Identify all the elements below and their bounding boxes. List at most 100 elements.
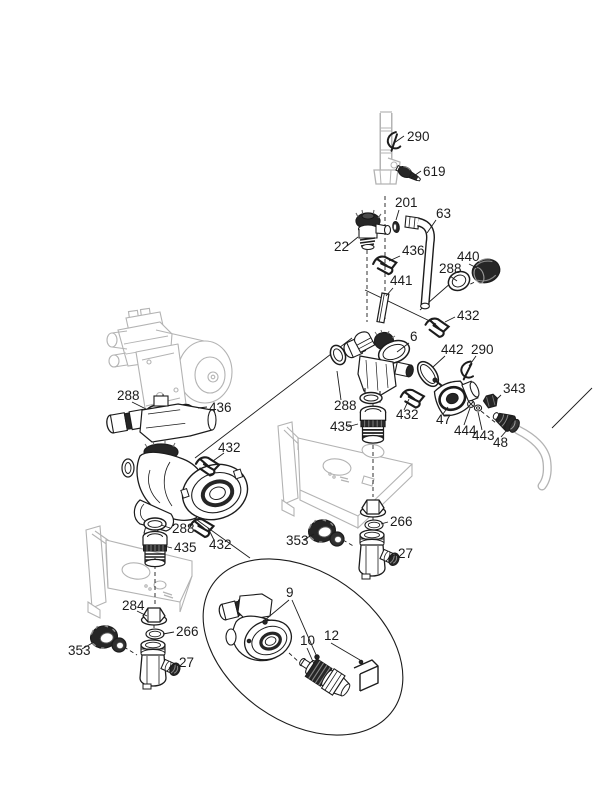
leader-line-436	[197, 406, 208, 409]
part-label-436: 436	[209, 400, 232, 415]
valve-47-drawing	[432, 377, 480, 417]
part-label-9: 9	[286, 585, 294, 600]
leader-line-290	[393, 135, 405, 144]
leader-line-201	[395, 209, 400, 221]
leader-line-288	[336, 370, 342, 401]
ghost-parts-layer	[85, 111, 552, 619]
leader-line-63	[426, 219, 437, 234]
part-label-27: 27	[398, 546, 413, 561]
leader-line-432	[212, 452, 225, 462]
bracket-left-ghost	[85, 525, 193, 619]
part-label-435: 435	[330, 419, 353, 434]
leader-line-12	[330, 642, 361, 661]
washer-266-right-drawing	[364, 519, 384, 531]
part-label-442: 442	[441, 342, 464, 357]
washer-443-drawing	[473, 404, 483, 412]
part-label-288: 288	[172, 521, 195, 536]
leader-line-435	[346, 423, 359, 428]
leader-line-436	[388, 255, 401, 262]
leader-line-440	[468, 263, 478, 269]
leader-line-432	[207, 527, 215, 541]
leader-line-6	[396, 342, 410, 353]
part-label-266: 266	[390, 514, 413, 529]
screw-444-drawing	[467, 400, 475, 408]
part-label-432: 432	[457, 308, 480, 323]
part-label-443: 443	[472, 428, 495, 443]
part-label-435: 435	[174, 540, 197, 555]
valve-body-6-drawing	[329, 329, 414, 405]
clip-12-drawing	[353, 659, 379, 692]
part-label-444: 444	[454, 423, 477, 438]
gasket-288-topright-drawing	[447, 270, 471, 292]
valve-619-drawing	[395, 164, 422, 182]
washer-201-drawing	[392, 220, 400, 234]
pipe-ghost	[373, 111, 401, 185]
part-label-441: 441	[390, 273, 413, 288]
washer-266-left-drawing	[145, 628, 165, 640]
part-label-619: 619	[423, 164, 446, 179]
leader-line-27	[387, 553, 397, 560]
part-label-266: 266	[176, 624, 199, 639]
seal-353-left-drawing	[111, 637, 127, 653]
part-label-12: 12	[324, 628, 339, 643]
leader-line-343	[494, 394, 502, 402]
leader-line-288	[131, 401, 147, 410]
part-label-353: 353	[68, 643, 91, 658]
leader-line-290	[468, 355, 477, 367]
fitting-435-center-drawing	[359, 405, 387, 444]
part-label-432: 432	[209, 537, 232, 552]
part-label-353: 353	[286, 533, 309, 548]
leader-line-619	[410, 170, 422, 179]
nut-343-drawing	[482, 393, 498, 409]
part-label-440: 440	[457, 249, 480, 264]
leader-line-442	[432, 355, 446, 368]
leader-line-9	[264, 599, 290, 621]
part-label-290: 290	[407, 129, 430, 144]
left-valve-assembly-drawing	[106, 395, 249, 538]
part-label-10: 10	[300, 633, 315, 648]
leader-line-9	[291, 599, 318, 658]
part-label-436: 436	[402, 243, 425, 258]
clip-432-center-drawing	[398, 387, 426, 410]
leader-line-435	[163, 545, 173, 549]
valve-22-drawing	[355, 209, 392, 250]
leader-line-266	[380, 521, 389, 525]
part-label-27: 27	[179, 655, 194, 670]
leader-line-443	[477, 411, 483, 431]
leader-line-441	[385, 287, 394, 297]
nut-284-drawing	[140, 607, 168, 626]
leader-line-47	[442, 406, 449, 415]
elbow-63-drawing	[404, 215, 435, 310]
part-label-201: 201	[395, 195, 418, 210]
bracket-right-ghost	[277, 421, 414, 530]
ring-288-lowerleft-drawing	[143, 517, 167, 531]
leader-line-284	[136, 610, 148, 617]
part-label-63: 63	[436, 206, 451, 221]
detail-bubble-ellipse	[202, 558, 404, 736]
leader-line-432	[403, 398, 410, 411]
part-label-290: 290	[471, 342, 494, 357]
part-label-432: 432	[396, 407, 419, 422]
fitting-48-drawing	[492, 412, 520, 433]
part-label-288: 288	[334, 398, 357, 413]
leader-line-288	[449, 275, 458, 282]
pump-ghost	[106, 307, 233, 415]
leader-line-444	[463, 407, 471, 426]
part-label-284: 284	[122, 598, 145, 613]
leader-line-353	[302, 533, 315, 541]
part-label-288: 288	[439, 261, 462, 276]
part-label-47: 47	[436, 412, 451, 427]
part-label-48: 48	[493, 435, 508, 450]
detail-valve-body-drawing	[218, 593, 293, 662]
leader-line-288	[160, 524, 171, 529]
leader-line-22	[346, 236, 359, 247]
leader-line-432	[444, 316, 456, 323]
leader-line-27	[168, 662, 178, 669]
part-label-6: 6	[410, 329, 418, 344]
part-label-288: 288	[117, 388, 140, 403]
leader-line-48	[500, 429, 508, 438]
strip-441-drawing	[376, 292, 390, 324]
